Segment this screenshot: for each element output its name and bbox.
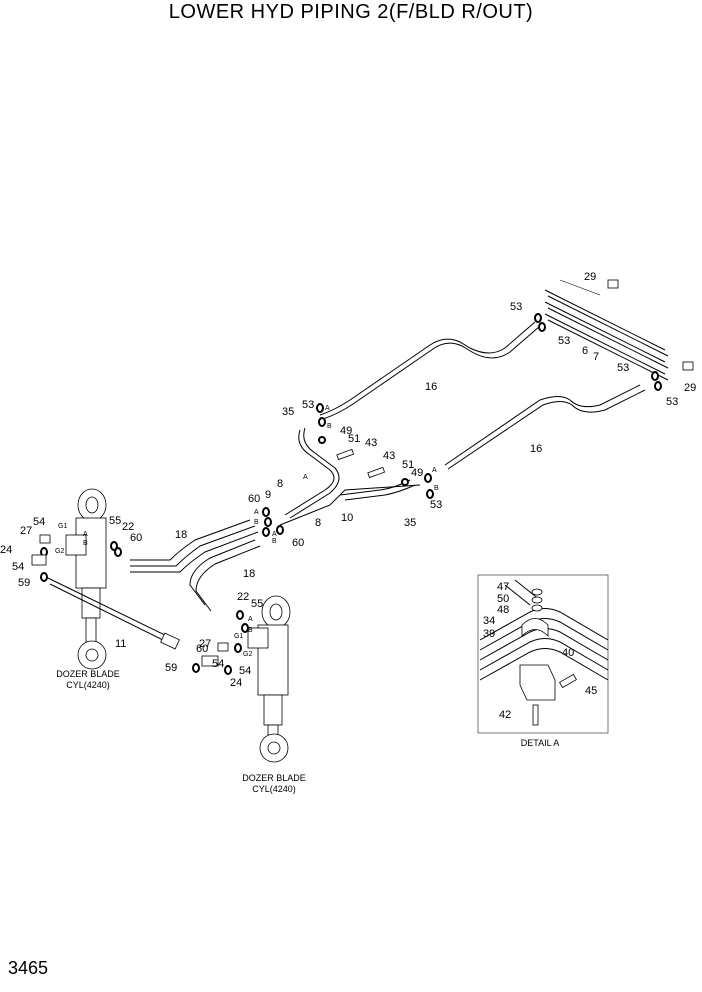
callout-34: 34 [483,615,495,627]
page-number: 3465 [8,958,49,978]
callout-60: 60 [196,643,208,655]
right-cylinder-caption-line2: CYL(4240) [252,784,296,794]
port-a-mark: A [254,509,259,516]
callout-60: 60 [248,493,260,505]
port-marks: A B A B A A B A B A B G1 G2 A B G1 G2 [55,405,439,658]
port-b-mark: B [434,485,439,492]
captions: DOZER BLADE CYL(4240) DOZER BLADE CYL(42… [56,669,559,794]
port-b-mark: B [272,538,277,545]
port-g1-mark: G1 [58,523,67,530]
callout-50: 50 [497,593,509,605]
detail-a-caption: DETAIL A [521,738,560,748]
callout-35: 35 [404,517,416,529]
callout-51: 51 [348,433,360,445]
callout-54: 54 [212,658,224,670]
callout-49: 49 [411,467,423,479]
right-dozer-blade-cylinder [247,595,291,763]
port-a-mark: A [272,531,277,538]
callout-43: 43 [383,450,395,462]
callout-54: 54 [12,561,24,573]
callout-9: 9 [265,489,271,501]
callout-16: 16 [425,381,437,393]
callout-54: 54 [33,516,45,528]
callout-40: 40 [562,647,574,659]
callout-55: 55 [251,598,263,610]
left-cylinder-caption-line1: DOZER BLADE [56,669,120,679]
callout-55: 55 [109,515,121,527]
callout-43: 43 [365,437,377,449]
callout-16: 16 [530,443,542,455]
callout-18: 18 [243,568,255,580]
port-a-mark: A [303,474,308,481]
left-cylinder-caption-line2: CYL(4240) [66,680,110,690]
callout-49: 49 [340,425,352,437]
callout-42: 42 [499,709,511,721]
port-g1-mark: G1 [234,633,243,640]
callout-8: 8 [277,478,283,490]
port-b-mark: B [83,540,88,547]
port-b-mark: B [254,519,259,526]
callout-11: 11 [115,638,126,650]
callout-29: 29 [584,271,596,283]
right-cylinder-caption-line1: DOZER BLADE [242,773,306,783]
detail-a-panel [477,574,609,734]
callout-53: 53 [558,335,570,347]
port-b-mark: B [248,627,253,634]
callout-10: 10 [341,512,353,524]
callout-60: 60 [292,537,304,549]
callout-18: 18 [175,529,187,541]
left-dozer-blade-cylinder [47,488,180,670]
port-a-mark: A [325,405,330,412]
callout-35: 35 [282,406,294,418]
callout-29: 29 [684,382,696,394]
callout-53: 53 [302,399,314,411]
callout-labels: 29 29 53 53 53 53 53 53 16 16 6 7 35 35 … [0,271,696,721]
callout-27: 27 [20,525,32,537]
fittings [31,279,694,675]
callout-59: 59 [18,577,30,589]
callout-51: 51 [402,459,414,471]
callout-39: 39 [483,628,495,640]
callout-53: 53 [617,362,629,374]
callout-8: 8 [315,517,321,529]
port-a-mark: A [83,531,88,538]
callout-47: 47 [497,581,509,593]
callout-48: 48 [497,604,509,616]
port-g2-mark: G2 [243,651,252,658]
port-g2-mark: G2 [55,548,64,555]
callout-22: 22 [237,591,249,603]
callout-54: 54 [239,665,251,677]
callout-27: 27 [199,638,211,650]
callout-53: 53 [666,396,678,408]
port-a-mark: A [248,616,253,623]
callout-53: 53 [430,499,442,511]
port-b-mark: B [327,423,332,430]
callout-24: 24 [230,677,242,689]
port-a-mark: A [432,467,437,474]
callout-6: 6 [582,345,588,357]
page-title: LOWER HYD PIPING 2(F/BLD R/OUT) [168,1,534,23]
callout-45: 45 [585,685,597,697]
pipe-runs [130,279,669,612]
callout-60: 60 [130,532,142,544]
callout-7: 7 [593,351,599,363]
callout-24: 24 [0,544,12,556]
callout-59: 59 [165,662,177,674]
callout-53: 53 [510,301,522,313]
callout-22: 22 [122,521,134,533]
